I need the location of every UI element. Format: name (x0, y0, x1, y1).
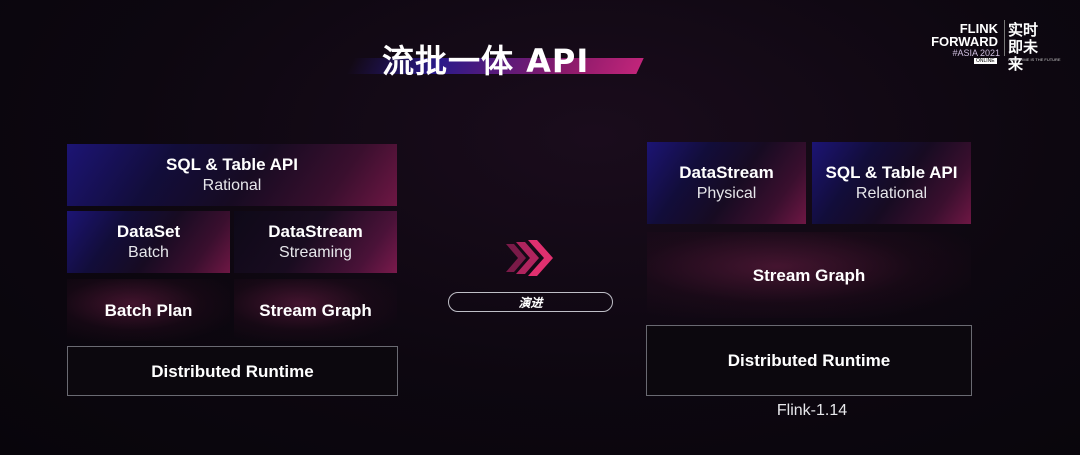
box-title: Stream Graph (259, 300, 372, 320)
flink-forward-logo: FLINK FORWARD #ASIA 2021 ONLINE 实时 即未来 R… (928, 20, 1061, 73)
logo-text-right: 实时 即未来 (1008, 22, 1039, 73)
left-dataset-box: DataSet Batch (67, 211, 230, 273)
right-sql-table-api-box: SQL & Table API Relational (812, 142, 971, 224)
box-title: SQL & Table API (166, 155, 298, 174)
left-datastream-box: DataStream Streaming (234, 211, 397, 273)
box-title: Distributed Runtime (151, 361, 314, 381)
box-subtitle: Relational (855, 185, 928, 202)
box-title: SQL & Table API (825, 163, 958, 182)
logo-event-tag: #ASIA 2021 (952, 48, 1000, 58)
logo-online-badge: ONLINE (974, 58, 997, 64)
right-stream-graph-box: Stream Graph (647, 232, 971, 318)
box-title: DataSet (116, 222, 181, 241)
box-title: DataStream (268, 222, 363, 241)
box-subtitle: Batch (128, 244, 169, 261)
box-title: DataStream (679, 163, 774, 182)
page-title: 流批一体 API (382, 42, 590, 80)
chevron-right-arrow-icon (506, 240, 553, 276)
left-distributed-runtime-box: Distributed Runtime (67, 346, 398, 396)
right-datastream-box: DataStream Physical (647, 142, 806, 224)
box-subtitle: Streaming (279, 244, 352, 261)
version-label: Flink-1.14 (776, 402, 848, 419)
box-title: Batch Plan (104, 300, 193, 320)
box-title: Stream Graph (752, 265, 866, 285)
box-title: Distributed Runtime (727, 351, 891, 370)
box-subtitle: Rational (202, 177, 262, 194)
evolution-label: 演进 (448, 292, 613, 312)
logo-slogan: REAL-TIME IS THE FUTURE (1008, 57, 1061, 62)
left-sql-table-api-box: SQL & Table API Rational (67, 144, 397, 206)
left-batch-plan-box: Batch Plan (67, 279, 230, 341)
logo-text-left: FLINK FORWARD (931, 21, 998, 49)
right-distributed-runtime-box: Distributed Runtime (646, 325, 972, 396)
box-subtitle: Physical (696, 185, 757, 202)
logo-divider (1004, 20, 1005, 56)
left-stream-graph-box: Stream Graph (234, 279, 397, 341)
